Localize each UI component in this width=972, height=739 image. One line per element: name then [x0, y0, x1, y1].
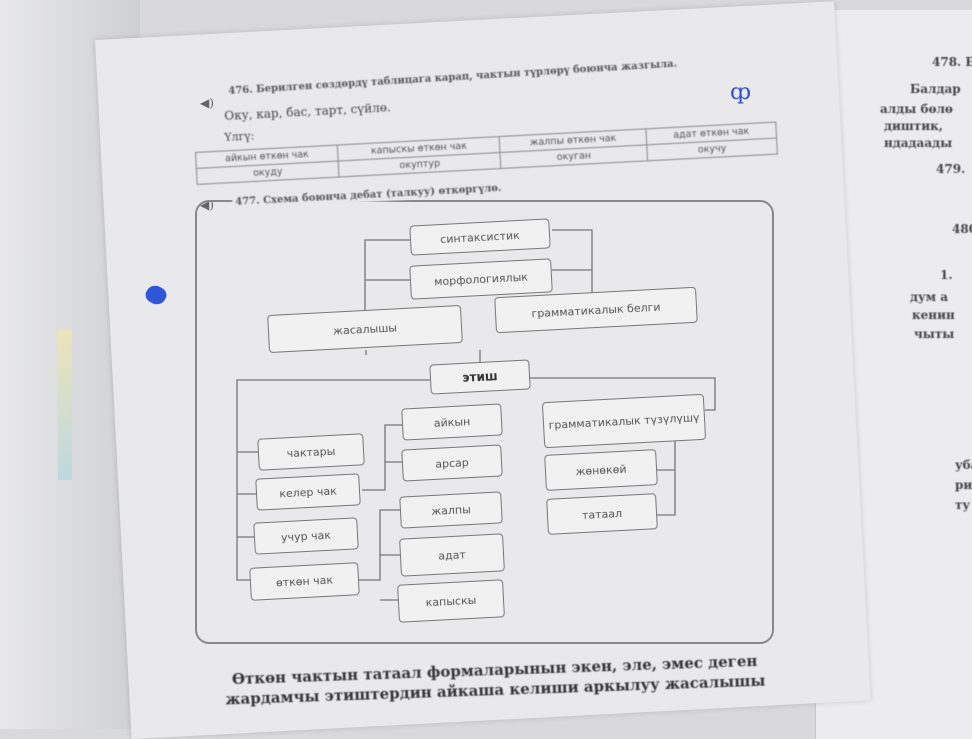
pen-mark: ȹ	[730, 80, 752, 105]
box-sudden: капыскы	[397, 579, 505, 623]
right-text: 478. Бе	[932, 55, 972, 69]
box-definite: айкын	[401, 403, 503, 441]
box-indefinite: арсар	[401, 444, 503, 482]
right-text: кенин	[912, 308, 955, 322]
right-text: ту	[955, 498, 971, 512]
box-tenses: чактары	[257, 433, 365, 471]
box-simple: жөнөкөй	[544, 449, 658, 491]
right-text: ри-	[955, 478, 972, 492]
box-general: жалпы	[399, 491, 503, 529]
box-grammatical-structure: грамматикалык түзүлүшү	[541, 393, 707, 449]
box-compound: татаал	[546, 493, 658, 535]
box-habitual: адат	[399, 533, 505, 577]
right-text: дум а	[910, 290, 949, 304]
right-text: 479.	[936, 162, 966, 176]
scheme-frame	[195, 200, 774, 644]
right-text: алды бөлө	[880, 102, 953, 116]
box-future: келер чак	[255, 473, 361, 511]
right-text: 1.	[940, 268, 953, 282]
right-text: чыты	[914, 327, 955, 341]
binder-tab	[58, 330, 72, 480]
right-text: 480	[952, 222, 972, 236]
right-text: ндадаады	[884, 136, 953, 150]
box-verb: этиш	[429, 359, 531, 395]
speaker-icon: ◀)	[200, 96, 214, 110]
box-present: учур чак	[253, 517, 359, 555]
right-text: уба	[955, 458, 972, 472]
right-text: Балдар	[910, 82, 961, 96]
box-past: өткөн чак	[249, 562, 360, 601]
right-text: диштик,	[884, 119, 943, 133]
